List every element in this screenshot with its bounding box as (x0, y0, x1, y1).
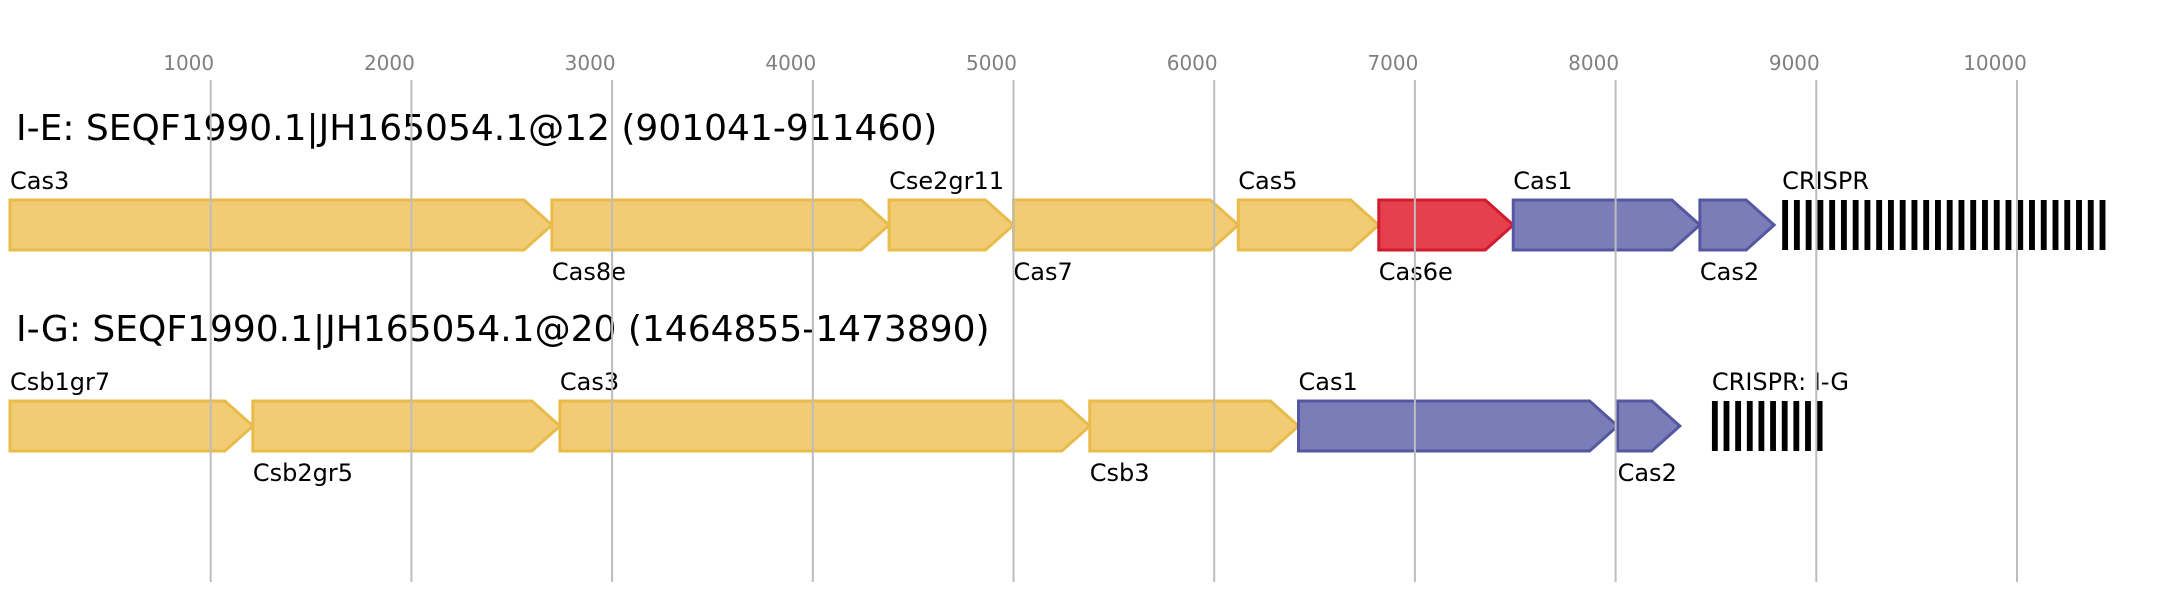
crispr-repeat (1805, 401, 1811, 451)
axis-grid: 1000 2000 3000 4000 5000 6000 7000 8000 9000 1000… (163, 51, 2027, 582)
crispr-repeat (1758, 401, 1765, 451)
locus-title: I-E: SEQF1990.1|JH165054.1@12 (901041-91… (16, 108, 937, 149)
gene-label-csb3: Csb3 (1090, 459, 1150, 487)
gene-label-cse2gr11: Cse2gr11 (889, 167, 1004, 195)
crispr-repeat (2040, 200, 2047, 250)
gene-arrow-cse2gr11 (887, 198, 1016, 252)
gene-arrow-cas3 (558, 399, 1093, 453)
gene-label-cas2: Cas2 (1618, 459, 1677, 487)
tick-label: 3000 (565, 51, 616, 75)
gene-label-cas3: Cas3 (560, 368, 619, 396)
gene-arrow-cas2 (1698, 198, 1777, 252)
crispr-repeat (1723, 401, 1730, 451)
crispr-repeat (2017, 200, 2024, 250)
crispr-repeat (1876, 200, 1883, 250)
tick-label: 9000 (1769, 51, 1820, 75)
tick-label: 2000 (364, 51, 415, 75)
locus-title: I-G: SEQF1990.1|JH165054.1@20 (1464855-1… (16, 309, 990, 350)
gene-arrow-cas6e (1377, 198, 1516, 252)
crispr-repeat (1982, 200, 1988, 250)
gene-arrow-cas3 (8, 198, 555, 252)
crispr-repeat (1934, 200, 1941, 250)
crispr-repeat (1899, 200, 1906, 250)
crispr-repeat (1781, 401, 1788, 451)
crispr-array: CRISPR: I-G (1711, 368, 1849, 451)
crispr-repeat (1805, 200, 1812, 250)
gene-arrow-cas5 (1236, 198, 1382, 252)
tick-label: 10000 (1963, 51, 2027, 75)
gene-label-cas8e: Cas8e (552, 258, 626, 286)
crispr-repeat (1829, 200, 1836, 250)
gene-arrow-csb1gr7 (8, 399, 256, 453)
crispr-repeat (1958, 200, 1965, 250)
crispr-repeat (1852, 200, 1859, 250)
gene-label-cas2: Cas2 (1700, 258, 1759, 286)
crispr-repeat (1782, 200, 1789, 250)
locus-2: I-G: SEQF1990.1|JH165054.1@20 (1464855-1… (8, 309, 1849, 487)
gene-arrow-cas8e (550, 198, 892, 252)
crispr-repeat (1793, 200, 1800, 250)
crispr-repeat (1817, 200, 1824, 250)
tick-label: 8000 (1568, 51, 1619, 75)
gene-arrow-csb2gr5 (251, 399, 563, 453)
crispr-repeat (1887, 200, 1894, 250)
crispr-repeat (1840, 200, 1847, 250)
crispr-repeat (1923, 200, 1930, 250)
crispr-label: CRISPR (1782, 167, 1869, 195)
crispr-repeat (1864, 200, 1871, 250)
crispr-repeat (2005, 200, 2012, 250)
tick-label: 7000 (1367, 51, 1418, 75)
crispr-repeat (1735, 401, 1742, 451)
crispr-repeat (1746, 401, 1753, 451)
gene-label-cas1: Cas1 (1513, 167, 1572, 195)
tick-label: 4000 (765, 51, 816, 75)
gene-label-cas5: Cas5 (1238, 167, 1297, 195)
crispr-repeat (2087, 200, 2094, 250)
gene-arrow-cas1 (1296, 399, 1620, 453)
gene-label-cas7: Cas7 (1014, 258, 1073, 286)
gene-label-csb2gr5: Csb2gr5 (253, 459, 353, 487)
crispr-repeat (2052, 200, 2059, 250)
tick-label: 1000 (163, 51, 214, 75)
crispr-repeat (1711, 401, 1718, 451)
gene-label-cas1: Cas1 (1298, 368, 1357, 396)
crispr-array: CRISPR (1782, 167, 2106, 250)
crispr-repeat (2099, 200, 2106, 250)
crispr-repeat (2076, 200, 2082, 250)
crispr-repeat (1770, 401, 1776, 451)
crispr-repeat (1946, 200, 1953, 250)
crispr-repeat (1970, 200, 1977, 250)
gene-label-csb1gr7: Csb1gr7 (10, 368, 110, 396)
tick-label: 5000 (966, 51, 1017, 75)
crispr-label: CRISPR: I-G (1712, 368, 1849, 396)
tick-label: 6000 (1167, 51, 1218, 75)
crispr-repeat (1793, 401, 1800, 451)
crispr-repeat (1911, 200, 1918, 250)
gene-arrow-cas1 (1511, 198, 1703, 252)
crispr-repeat (2029, 200, 2035, 250)
locus-tracks: I-E: SEQF1990.1|JH165054.1@12 (901041-91… (8, 108, 2106, 487)
gene-arrow-cas2 (1616, 399, 1683, 453)
gene-arrow-cas7 (1012, 198, 1241, 252)
gene-arrow-csb3 (1088, 399, 1301, 453)
gene-label-cas3: Cas3 (10, 167, 69, 195)
crispr-repeat (1816, 401, 1823, 451)
crispr-repeat (1993, 200, 2000, 250)
crispr-repeat (2064, 200, 2071, 250)
locus-1: I-E: SEQF1990.1|JH165054.1@12 (901041-91… (8, 108, 2106, 286)
